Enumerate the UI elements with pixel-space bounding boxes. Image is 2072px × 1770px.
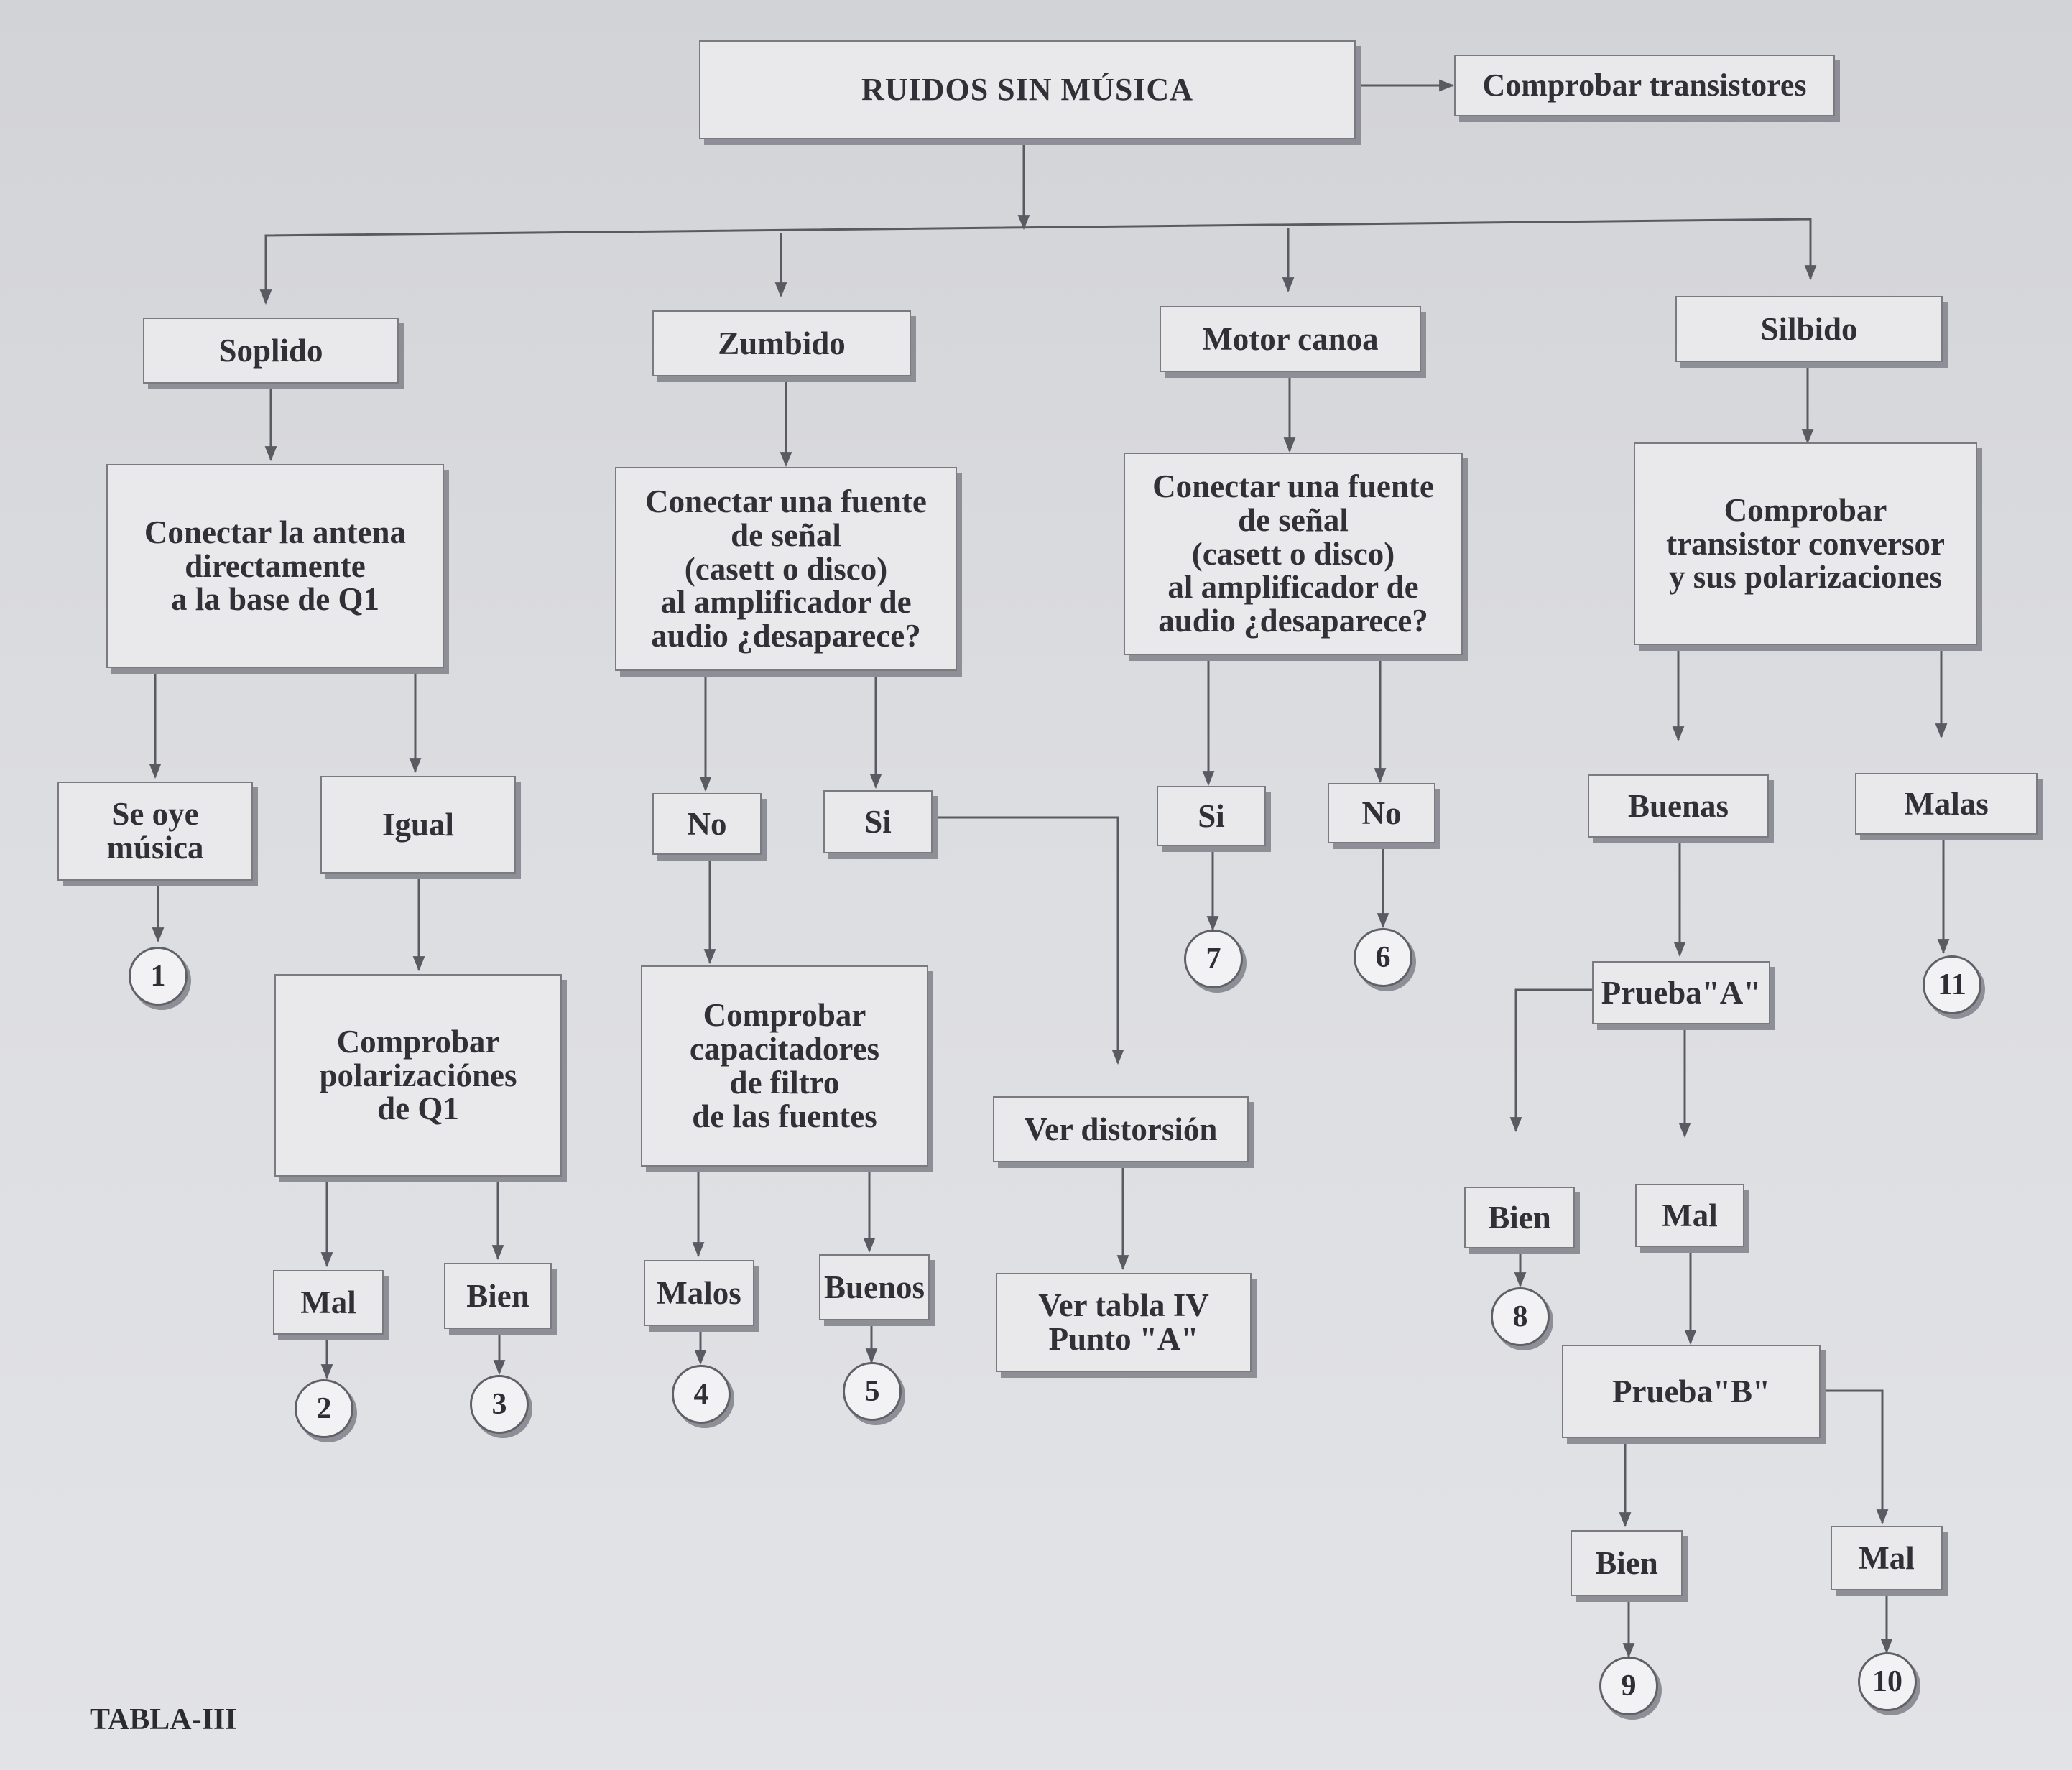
soplido-box: Soplido (143, 318, 399, 384)
zumbido-check-box: Comprobar capacitadores de filtro de las… (641, 965, 928, 1167)
zumbido-distortion-box: Ver distorsión (993, 1096, 1249, 1162)
table-caption: TABLA-III (90, 1703, 237, 1736)
silbido-bad-box: Malas (1855, 773, 2038, 835)
endpoint-11: 11 (1923, 955, 1981, 1014)
zumbido-check-good-box: Buenos (819, 1254, 930, 1320)
zumbido-check-bad-box: Malos (644, 1260, 754, 1326)
zumbido-box: Zumbido (652, 310, 911, 376)
silbido-action-box: Comprobar transistor conversor y sus pol… (1634, 443, 1977, 645)
endpoint-5: 5 (843, 1362, 902, 1421)
test-a-bad-box: Mal (1635, 1184, 1744, 1247)
endpoint-8: 8 (1491, 1287, 1550, 1346)
title-box: RUIDOS SIN MÚSICA (699, 40, 1356, 139)
motor-canoa-action-box: Conectar una fuente de señal (casett o d… (1124, 453, 1463, 655)
side-note-box: Comprobar transistores (1454, 55, 1835, 116)
motor-canoa-no-box: No (1328, 783, 1435, 843)
zumbido-table-ref-box: Ver tabla IV Punto "A" (996, 1273, 1252, 1372)
motor-canoa-si-box: Si (1157, 786, 1266, 846)
motor-canoa-box: Motor canoa (1160, 306, 1421, 372)
soplido-outcome-hear-box: Se oye música (57, 782, 253, 881)
test-a-box: Prueba"A" (1592, 961, 1770, 1024)
endpoint-1: 1 (129, 947, 188, 1006)
test-b-box: Prueba"B" (1562, 1345, 1821, 1438)
soplido-check-box: Comprobar polarizaciónes de Q1 (274, 974, 562, 1177)
zumbido-si-box: Si (823, 790, 933, 853)
soplido-outcome-same-box: Igual (320, 776, 516, 874)
endpoint-10: 10 (1858, 1652, 1917, 1711)
test-a-good-box: Bien (1464, 1187, 1575, 1248)
test-b-bad-box: Mal (1831, 1526, 1943, 1590)
silbido-box: Silbido (1675, 296, 1943, 362)
soplido-check-good-box: Bien (444, 1263, 552, 1329)
endpoint-6: 6 (1354, 928, 1412, 987)
silbido-good-box: Buenas (1588, 774, 1769, 838)
endpoint-2: 2 (295, 1379, 353, 1438)
soplido-check-bad-box: Mal (273, 1270, 384, 1335)
zumbido-no-box: No (652, 793, 762, 855)
zumbido-action-box: Conectar una fuente de señal (casett o d… (615, 467, 957, 671)
endpoint-3: 3 (470, 1375, 529, 1434)
endpoint-7: 7 (1184, 930, 1243, 988)
test-b-good-box: Bien (1571, 1530, 1683, 1596)
endpoint-9: 9 (1599, 1657, 1658, 1715)
soplido-action-box: Conectar la antena directamente a la bas… (106, 464, 444, 668)
endpoint-4: 4 (672, 1365, 731, 1424)
